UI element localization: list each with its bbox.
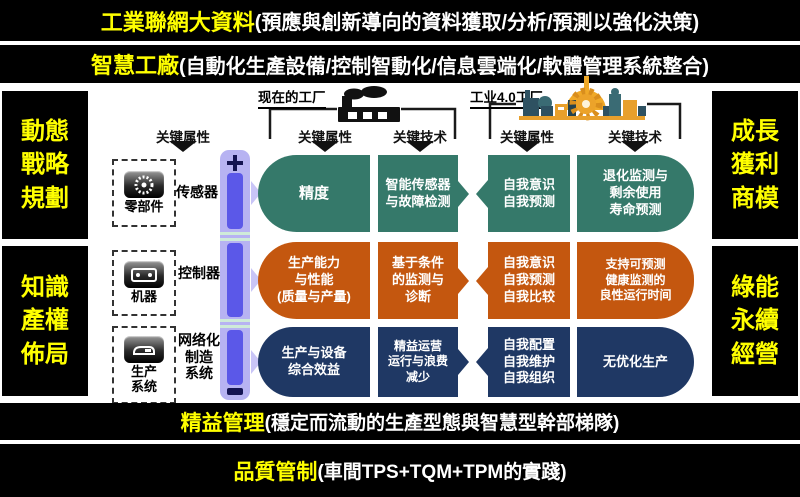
banner-quality-control-desc: (車間TPS+TQM+TPM的實踐)	[317, 462, 567, 483]
machine-chip-icon	[124, 261, 164, 289]
bar-arrow-icon	[251, 350, 261, 374]
network-mfg-label: 网络化 制造 系统	[178, 332, 220, 382]
controller-label: 控制器	[178, 265, 220, 281]
factory-40-icon	[519, 76, 646, 121]
machine-box-production: 生产 系统	[112, 326, 176, 404]
stage-cell: 精益运营 运行与浪费 减少	[378, 327, 469, 397]
maturity-bar	[220, 150, 250, 400]
sidebar-dynamic-strategy: 動態 戰略 規劃	[2, 91, 88, 239]
bar-separator	[220, 232, 250, 235]
machine-box-component-label: 零部件	[124, 199, 164, 215]
bar-segment-top	[227, 173, 243, 229]
down-arrow-icon	[169, 141, 197, 152]
stage-cell: 自我意识 自我预测 自我比较	[476, 242, 570, 319]
sidebar-ip-layout: 知識 產權 佈局	[2, 246, 88, 396]
stage-cell: 生产与设备 综合效益	[258, 327, 370, 397]
factory-now-icon	[338, 86, 400, 122]
banner-smart-factory-title: 智慧工廠	[90, 53, 179, 78]
stage-cell: 基于条件 的监测与 诊断	[378, 242, 469, 319]
down-arrow-icon	[513, 141, 541, 152]
stage-cell: 退化监测与 剩余使用 寿命预测	[577, 155, 694, 232]
bar-separator	[220, 325, 250, 328]
sidebar-green-sustain: 綠能 永續 經營	[712, 246, 798, 396]
banner-industrial-bigdata-desc: (預應與創新導向的資料獲取/分析/預測以強化決策)	[254, 12, 700, 34]
sensor-chip-icon	[124, 171, 164, 199]
stage-cell: 支持可预测 健康监测的 良性运行时间	[577, 242, 694, 319]
bar-arrow-icon	[251, 268, 261, 292]
banner-smart-factory: 智慧工廠(自動化生產設備/控制智動化/信息雲端化/軟體管理系統整合)	[0, 45, 800, 83]
stage-cell: 精度	[258, 155, 370, 232]
stage-cell: 自我配置 自我维护 自我组织	[476, 327, 570, 397]
stage-cell: 无优化生产	[577, 327, 694, 397]
down-arrow-icon	[621, 141, 649, 152]
stage-cell: 自我意识 自我预测	[476, 155, 570, 232]
machine-box-machine: 机器	[112, 250, 176, 316]
down-arrow-icon	[311, 141, 339, 152]
stage-cell: 智能传感器 与故障检测	[378, 155, 469, 232]
bar-separator	[220, 238, 250, 241]
machine-box-production-label: 生产 系统	[130, 364, 157, 394]
banner-industrial-bigdata: 工業聯網大資料(預應與創新導向的資料獲取/分析/預測以強化決策)	[0, 0, 800, 41]
banner-quality-control-title: 品質管制	[233, 460, 318, 484]
machine-box-machine-label: 机器	[130, 289, 157, 305]
down-arrow-icon	[406, 141, 434, 152]
bar-segment-bottom	[227, 330, 243, 385]
minus-icon	[227, 388, 243, 395]
banner-lean-management-title: 精益管理	[180, 411, 265, 435]
factory-now-label: 现在的工厂	[258, 86, 326, 109]
machine-box-component: 零部件	[112, 159, 176, 227]
banner-quality-control: 品質管制(車間TPS+TQM+TPM的實踐)	[0, 444, 800, 497]
sidebar-growth-profit: 成長 獲利 商模	[712, 91, 798, 239]
stage-cell: 生产能力 与性能 (质量与产量)	[258, 242, 370, 319]
banner-lean-management-desc: (穩定而流動的生產型態與智慧型幹部梯隊)	[264, 413, 620, 434]
banner-lean-management: 精益管理(穩定而流動的生產型態與智慧型幹部梯隊)	[0, 403, 800, 440]
bar-arrow-icon	[251, 181, 261, 205]
banner-industrial-bigdata-title: 工業聯網大資料	[100, 9, 255, 35]
plus-icon	[227, 155, 243, 171]
bar-segment-mid	[227, 243, 243, 317]
sensor-label: 传感器	[176, 184, 218, 200]
production-chip-icon	[124, 336, 164, 364]
bar-separator	[220, 319, 250, 322]
banner-smart-factory-desc: (自動化生產設備/控制智動化/信息雲端化/軟體管理系統整合)	[179, 55, 709, 78]
